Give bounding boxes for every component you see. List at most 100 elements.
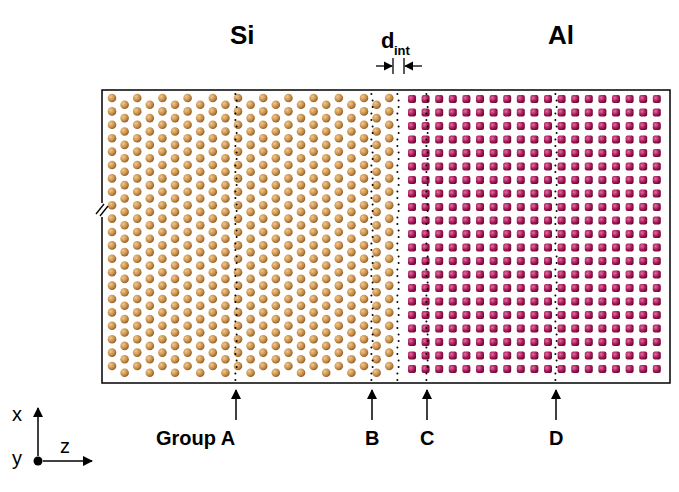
si-atom <box>360 322 369 331</box>
al-atom <box>612 176 620 184</box>
al-atom <box>490 365 498 373</box>
si-atom <box>108 107 117 116</box>
al-atom <box>544 217 552 225</box>
al-atom <box>571 352 579 360</box>
al-atom <box>653 217 661 225</box>
al-atom <box>653 338 661 346</box>
si-atom <box>246 181 255 190</box>
si-atom <box>347 114 356 123</box>
al-atom <box>585 149 593 157</box>
al-atom <box>435 136 443 144</box>
si-atom <box>385 295 394 304</box>
al-atom <box>408 190 416 198</box>
si-atom <box>259 308 268 317</box>
dot <box>556 132 558 134</box>
si-atom <box>209 94 218 103</box>
dot <box>372 152 374 154</box>
dot <box>234 301 236 303</box>
dot <box>554 93 556 95</box>
si-atom <box>246 221 255 230</box>
si-atom <box>335 134 344 143</box>
si-atom <box>196 275 205 284</box>
dot <box>234 171 236 173</box>
si-atom <box>335 121 344 130</box>
al-atom <box>422 298 430 306</box>
si-atom <box>372 141 381 150</box>
si-atom <box>196 342 205 351</box>
dot <box>234 165 236 167</box>
si-atom <box>259 348 268 357</box>
si-atom <box>108 308 117 317</box>
dot <box>427 178 429 180</box>
si-atom <box>360 254 369 263</box>
si-atom <box>209 335 218 344</box>
dot <box>425 295 427 297</box>
si-atom <box>183 281 192 290</box>
al-atom <box>449 176 457 184</box>
si-atom <box>221 100 230 109</box>
al-atom <box>530 217 538 225</box>
dot <box>398 152 400 154</box>
si-atom <box>171 315 180 324</box>
si-atom <box>272 194 281 203</box>
dot <box>234 327 236 329</box>
si-atom <box>108 174 117 183</box>
dot <box>236 184 238 186</box>
dot <box>425 249 427 251</box>
si-atom <box>385 121 394 130</box>
al-atom <box>598 257 606 265</box>
si-atom <box>133 161 142 170</box>
al-atom <box>639 325 647 333</box>
al-atom <box>490 217 498 225</box>
si-atom <box>209 295 218 304</box>
si-atom <box>183 322 192 331</box>
si-atom <box>259 268 268 277</box>
dot <box>234 353 236 355</box>
dot <box>425 171 427 173</box>
si-atom <box>385 134 394 143</box>
al-atom <box>571 109 579 117</box>
si-atom <box>284 174 293 183</box>
al-atom <box>571 284 579 292</box>
si-atom <box>196 221 205 230</box>
dot <box>556 314 558 316</box>
al-atom <box>476 365 484 373</box>
al-atom <box>639 203 647 211</box>
al-atom <box>544 203 552 211</box>
al-atom <box>517 190 525 198</box>
si-atom <box>347 275 356 284</box>
al-atom <box>408 176 416 184</box>
al-atom <box>422 203 430 211</box>
si-atom <box>120 221 129 230</box>
al-atom <box>449 163 457 171</box>
al-atom <box>517 365 525 373</box>
si-atom <box>272 328 281 337</box>
al-atom <box>449 230 457 238</box>
dot <box>427 210 429 212</box>
al-atom <box>449 352 457 360</box>
si-atom <box>108 94 117 103</box>
dot <box>427 256 429 258</box>
dot <box>556 184 558 186</box>
axis-label: x <box>12 404 22 424</box>
si-atom <box>284 295 293 304</box>
al-atom <box>639 311 647 319</box>
si-atom <box>171 301 180 310</box>
al-atom <box>626 190 634 198</box>
si-atom <box>133 107 142 116</box>
si-atom <box>309 201 318 210</box>
al-atom <box>408 230 416 238</box>
si-atom <box>108 228 117 237</box>
al-atom <box>462 149 470 157</box>
al-atom <box>639 190 647 198</box>
si-atom <box>322 234 331 243</box>
dot <box>398 178 400 180</box>
al-atom <box>653 284 661 292</box>
al-atom <box>639 122 647 130</box>
dot <box>234 295 236 297</box>
dot <box>427 288 429 290</box>
al-atom <box>462 176 470 184</box>
al-atom <box>653 190 661 198</box>
si-atom <box>221 368 230 377</box>
si-atom <box>372 288 381 297</box>
